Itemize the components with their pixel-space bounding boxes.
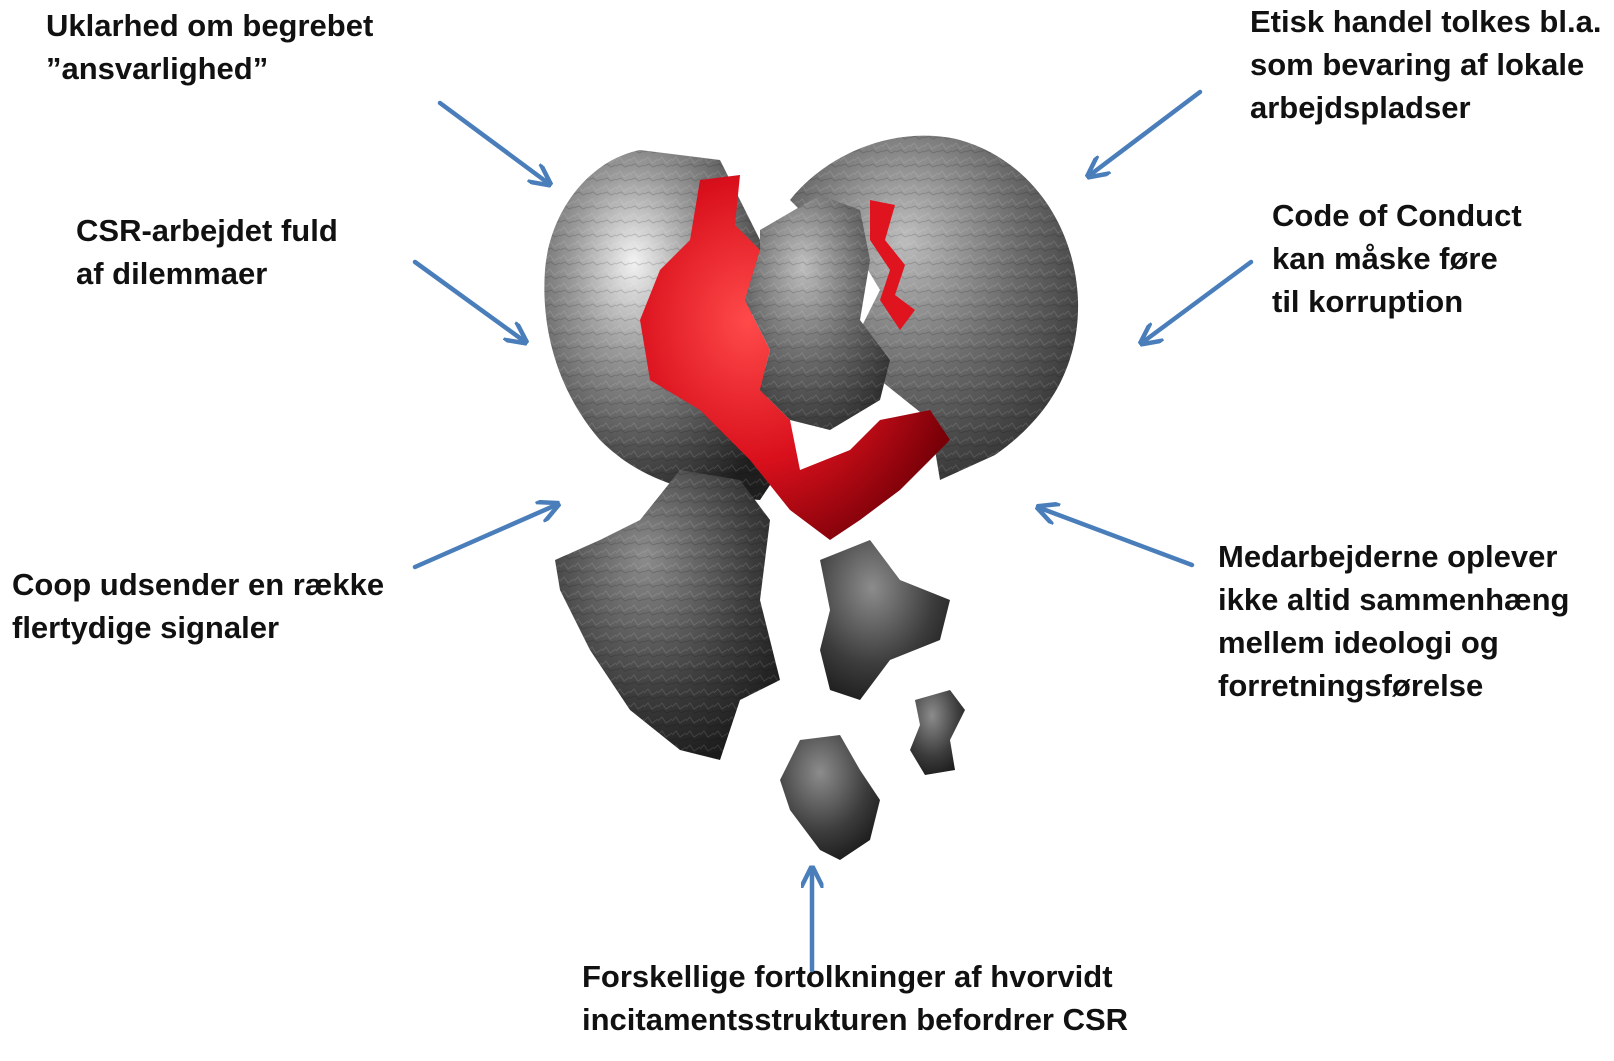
arrow-icon-top-right bbox=[1090, 92, 1200, 175]
arrow-icon-mid-right bbox=[1143, 262, 1251, 342]
arrow-icon-top-left bbox=[440, 103, 548, 183]
heart-shard-bottom bbox=[780, 735, 880, 860]
arrow-icon-low-left bbox=[415, 505, 556, 567]
heart-shard-center bbox=[820, 540, 950, 700]
arrow-icon-mid-left bbox=[415, 262, 524, 341]
heart-shard-small bbox=[910, 690, 965, 775]
arrow-icon-low-right bbox=[1040, 508, 1192, 565]
broken-heart-icon bbox=[544, 136, 1078, 860]
